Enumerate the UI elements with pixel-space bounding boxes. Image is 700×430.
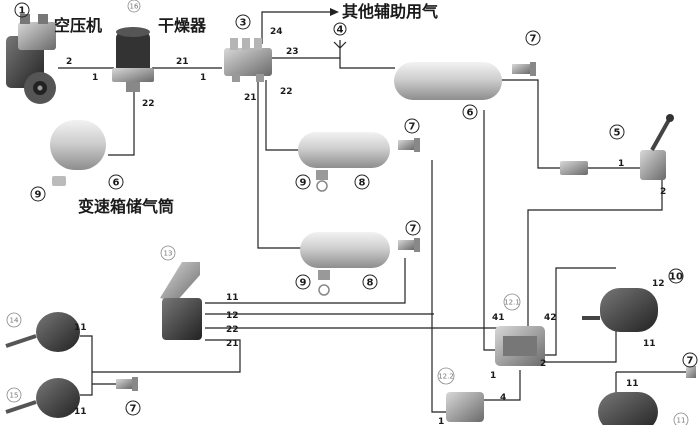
circled-13: 13 [164, 250, 173, 258]
circled-numbers: 1 16 3 4 7 6 7 5 9 6 9 8 7 13 9 8 10 [6, 0, 698, 428]
drain-valve-lower [398, 238, 420, 252]
pipe-connector [560, 161, 588, 175]
drain-valve-middle [398, 138, 420, 152]
circled-7-lower: 7 [410, 224, 417, 235]
main-air-tank [394, 62, 502, 100]
port-11-footbrake: 11 [226, 293, 239, 303]
circled-10: 10 [669, 272, 683, 283]
port-22-valve: 22 [280, 87, 293, 97]
port-41: 41 [492, 313, 505, 323]
port-21-footbrake: 21 [226, 339, 239, 349]
brake-chamber-15 [5, 378, 80, 418]
circled-6-gearbox: 6 [113, 178, 120, 189]
port-11-chamber-14: 11 [74, 323, 87, 333]
port-42: 42 [544, 313, 557, 323]
port-4: 4 [500, 393, 506, 403]
drain-valve-top [512, 62, 536, 76]
port-12-chamber: 12 [652, 279, 665, 289]
port-11-chamber-b: 11 [626, 379, 639, 389]
circled-15: 15 [10, 392, 19, 400]
port-22-footbrake: 22 [226, 325, 239, 335]
circled-8-middle: 8 [359, 178, 366, 189]
label-dryer: 干燥器 [158, 16, 207, 35]
port-21-valve: 21 [244, 93, 257, 103]
drain-valve-right [686, 366, 696, 378]
port-1-relay-2: 1 [438, 417, 444, 425]
circled-8-lower: 8 [367, 278, 374, 289]
circled-6-bigtank: 6 [467, 108, 474, 119]
circled-9-lower: 9 [300, 278, 307, 289]
circled-5: 5 [614, 128, 621, 139]
drain-cock-lower [318, 270, 330, 296]
brake-chamber-14 [5, 312, 80, 352]
circled-16: 16 [130, 3, 139, 11]
air-tank-lower [300, 232, 390, 268]
drain-cock-middle [316, 170, 328, 192]
gearbox-air-tank [50, 120, 106, 170]
drain-valve-left [116, 377, 138, 391]
hand-brake-valve [640, 114, 674, 180]
check-valve-4 [333, 40, 347, 58]
spring-brake-chamber-10 [582, 288, 658, 332]
port-1-compressor: 1 [92, 73, 98, 83]
circled-7-middle: 7 [409, 122, 416, 133]
circled-12-2: 12.2 [438, 373, 454, 381]
four-circuit-protection-valve [224, 38, 272, 82]
air-compressor [6, 14, 56, 104]
port-24: 24 [270, 27, 283, 37]
circled-1: 1 [19, 6, 26, 17]
spring-brake-chamber-11 [598, 392, 658, 430]
circled-11: 11 [677, 417, 686, 425]
circled-4: 4 [337, 25, 344, 36]
circled-9-middle: 9 [300, 178, 307, 189]
port-23: 23 [286, 47, 299, 57]
port-11-chamber-15: 11 [74, 407, 87, 417]
port-2-handbrake: 2 [660, 187, 666, 197]
circled-7-left: 7 [130, 404, 137, 415]
port-21-dryer: 21 [176, 57, 189, 67]
circled-12-1: 12.1 [504, 299, 520, 307]
circled-14: 14 [10, 317, 19, 325]
port-1-valve: 1 [200, 73, 206, 83]
port-1-relay: 1 [490, 371, 496, 381]
air-tank-middle [298, 132, 390, 168]
relay-valve-12-1 [495, 326, 545, 366]
port-2-compressor: 2 [66, 57, 72, 67]
port-11-chamber: 11 [643, 339, 656, 349]
air-dryer [112, 27, 154, 92]
circled-9-gearbox: 9 [35, 190, 42, 201]
port-2-relay: 2 [540, 359, 546, 369]
port-numbers: 2 1 21 22 1 24 23 21 22 1 2 11 12 22 21 … [66, 27, 666, 427]
foot-brake-valve [160, 262, 202, 340]
circled-7-top: 7 [530, 34, 537, 45]
port-12-footbrake: 12 [226, 311, 239, 321]
port-1-handbrake: 1 [618, 159, 624, 169]
circled-3: 3 [240, 18, 247, 29]
arrow-head [330, 8, 339, 16]
label-gearbox-tank: 变速箱储气筒 [78, 197, 174, 216]
port-22-dryer: 22 [142, 99, 155, 109]
drain-cock-gearbox [52, 176, 66, 186]
label-other-air: 其他辅助用气 [342, 2, 438, 21]
relay-valve-12-2 [446, 392, 484, 422]
circled-7-right: 7 [687, 356, 694, 367]
label-compressor: 空压机 [54, 16, 102, 35]
